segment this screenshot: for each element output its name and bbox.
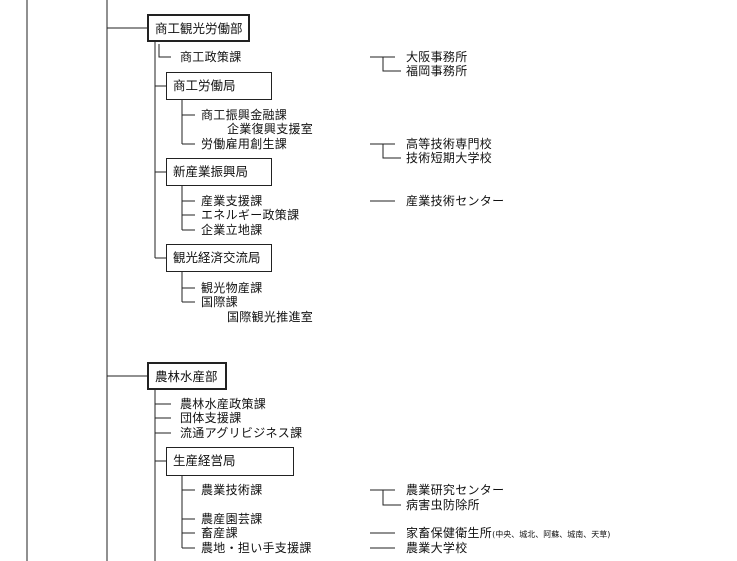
bureau-box-seisan-keiei: 生産経営局	[166, 447, 294, 476]
section-kigyo-ritchi: 企業立地課	[201, 223, 263, 237]
dept-box-norin-suisan: 農林水産部	[147, 362, 227, 390]
section-sangyo-shien: 産業支援課	[201, 194, 263, 208]
section-shoko-seisaku: 商工政策課	[180, 50, 242, 64]
branch-locations-note: (中央、城北、阿蘇、城南、天草)	[492, 530, 611, 539]
office-kokusai-kanko-suishin: 国際観光推進室	[227, 310, 314, 324]
branch-kachiku-hoken-eisei: 家畜保健衛生所(中央、城北、阿蘇、城南、天草)	[406, 526, 610, 542]
bureau-box-shin-sangyo-shinko: 新産業振興局	[166, 158, 272, 186]
section-nosan-engei: 農産園芸課	[201, 512, 263, 526]
branch-fukuoka-office: 福岡事務所	[406, 64, 468, 78]
bureau-box-shoko-rodo: 商工労働局	[166, 72, 272, 100]
section-nogyo-gijutsu: 農業技術課	[201, 483, 263, 497]
section-kokusai: 国際課	[201, 295, 238, 309]
section-energy-seisaku: エネルギー政策課	[201, 208, 300, 222]
section-rodo-koyo-sosei: 労働雇用創生課	[201, 137, 288, 151]
section-dantai-shien: 団体支援課	[180, 411, 242, 425]
section-chikusan: 畜産課	[201, 526, 238, 540]
branch-gijutsu-tanki-daigakko: 技術短期大学校	[406, 151, 493, 165]
section-nochi-ninaite-shien: 農地・担い手支援課	[201, 541, 312, 555]
dept-box-shoko-kanko-rodo: 商工観光労働部	[147, 14, 250, 42]
branch-koto-gijutsu-senmonko: 高等技術専門校	[406, 137, 493, 151]
bureau-box-kanko-keizai-koryu: 観光経済交流局	[166, 244, 272, 272]
section-norin-suisan-seisaku: 農林水産政策課	[180, 397, 267, 411]
branch-nogyo-daigakko: 農業大学校	[406, 541, 468, 555]
branch-kachiku-hoken-eisei-label: 家畜保健衛生所	[406, 526, 493, 540]
office-kigyo-fukko-shien: 企業復興支援室	[227, 122, 314, 136]
section-kanko-bussan: 観光物産課	[201, 281, 263, 295]
branch-byogaichu-bojo: 病害虫防除所	[406, 498, 480, 512]
section-ryutsu-agribusiness: 流通アグリビジネス課	[180, 426, 303, 440]
branch-osaka-office: 大阪事務所	[406, 50, 468, 64]
connector-shoko-seisaku	[158, 44, 171, 58]
section-shoko-shinko-kinyu: 商工振興金融課	[201, 108, 288, 122]
branch-nogyo-kenkyu-center: 農業研究センター	[406, 483, 505, 497]
branch-sangyo-gijutsu-center: 産業技術センター	[406, 194, 505, 208]
